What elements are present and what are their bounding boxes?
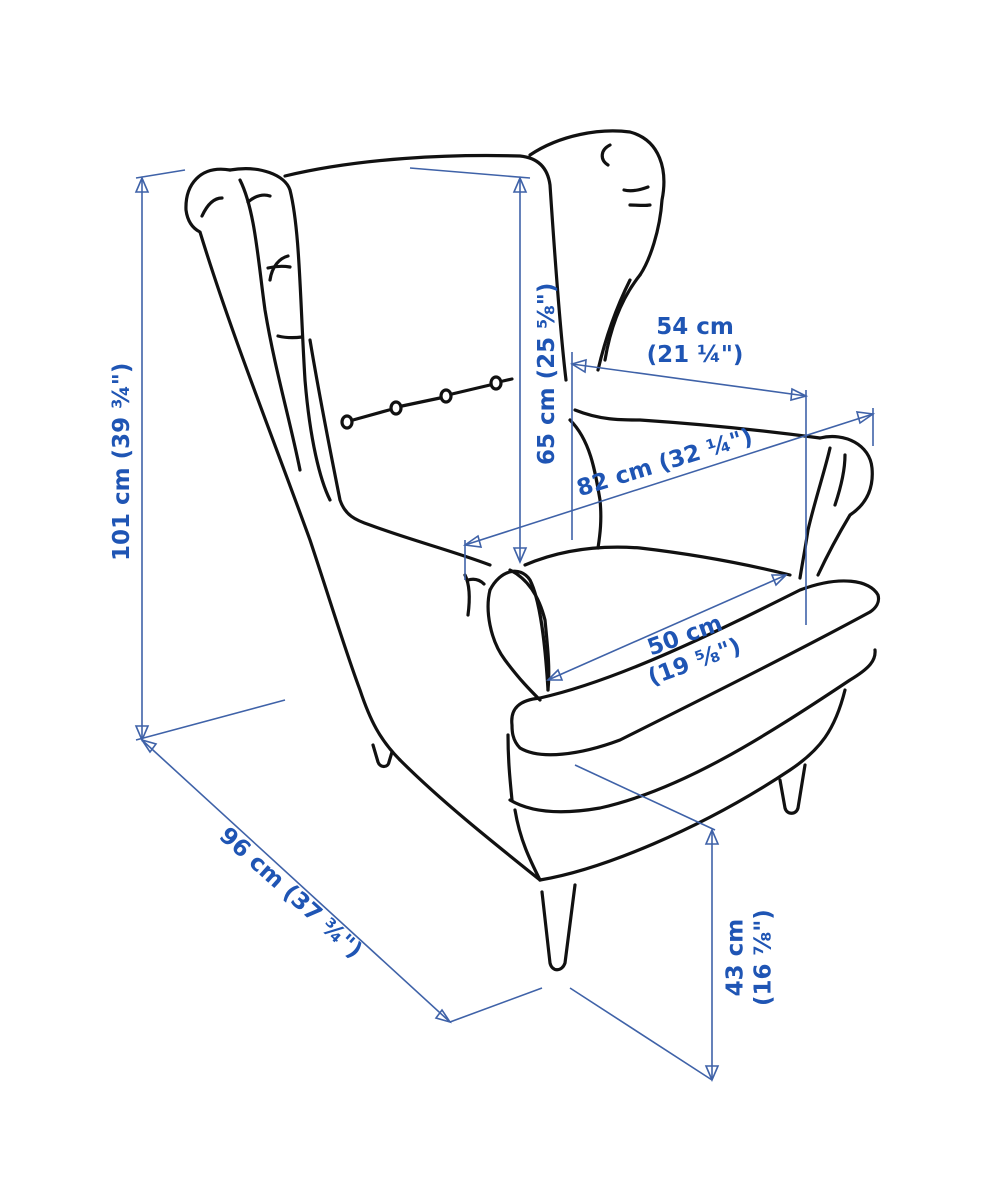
backrest-height-label: 65 cm (25 ⅝") — [534, 282, 561, 466]
seat-height-label: 43 cm (16 ⅞") — [722, 888, 777, 1028]
seat-width-label: 54 cm (21 ¼") — [620, 314, 770, 369]
seat-width-metric: 54 cm — [656, 314, 734, 340]
seat-height-imperial: (16 ⅞") — [750, 909, 776, 1007]
seat-width-imperial: (21 ¼") — [646, 341, 744, 368]
total-height-label: 101 cm (39 ¾") — [109, 362, 136, 562]
dimension-lines — [134, 167, 876, 1083]
seat-height-metric: 43 cm — [722, 918, 749, 997]
armchair-illustration — [184, 129, 881, 972]
